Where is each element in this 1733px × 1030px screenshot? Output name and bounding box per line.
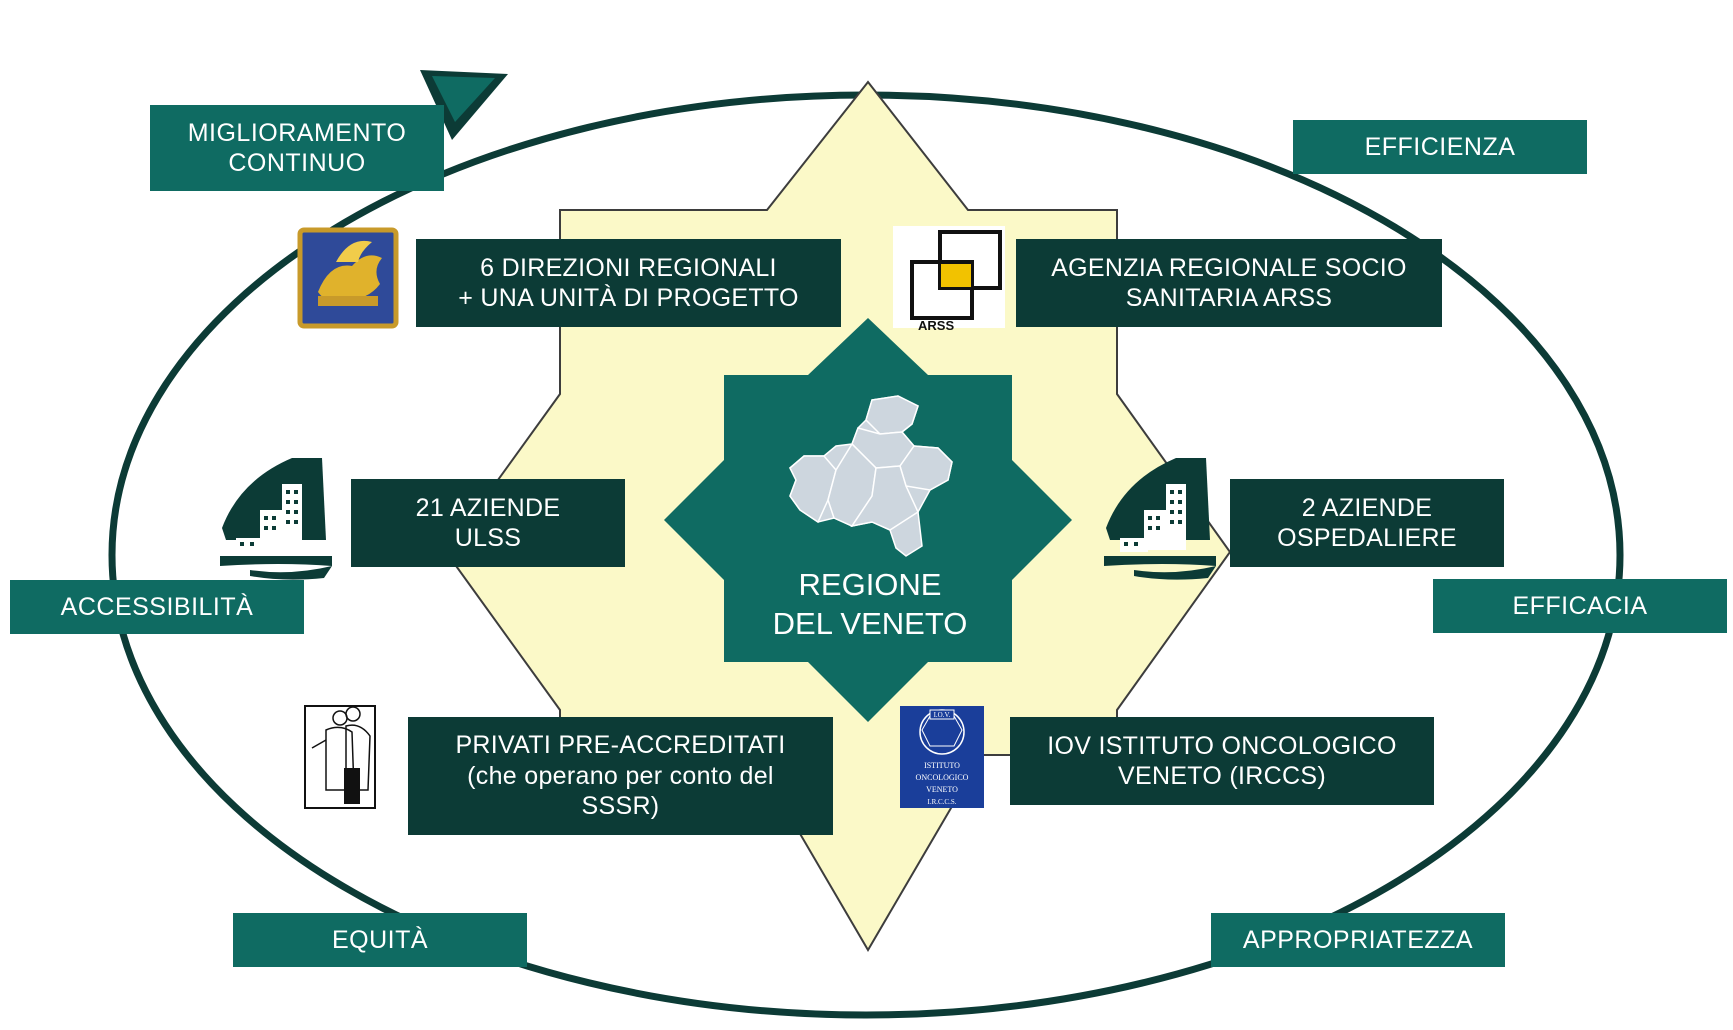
iov-logo-line2: ONCOLOGICO — [916, 773, 969, 782]
entity-arss: AGENZIA REGIONALE SOCIO SANITARIA ARSS — [1016, 239, 1442, 327]
principle-accessibilita: ACCESSIBILITÀ — [10, 580, 304, 634]
arss-logo-icon: ARSS — [893, 226, 1005, 333]
entity-aziende-ulss: 21 AZIENDE ULSS — [351, 479, 625, 567]
entity-direzioni-regionali: 6 DIREZIONI REGIONALI + UNA UNITÀ DI PRO… — [416, 239, 841, 327]
lion-of-st-mark-icon — [297, 227, 399, 329]
arss-logo-text: ARSS — [918, 318, 954, 333]
principle-equita: EQUITÀ — [233, 913, 527, 967]
iov-logo-line1: ISTITUTO — [924, 761, 960, 770]
entity-aziende-ospedaliere: 2 AZIENDE OSPEDALIERE — [1230, 479, 1504, 567]
principle-label: EFFICIENZA — [1364, 132, 1516, 161]
center-region-label: REGIONE DEL VENETO — [772, 567, 968, 641]
entity-label: 6 DIREZIONI REGIONALI + UNA UNITÀ DI PRO… — [458, 253, 799, 313]
entity-privati-pre-accreditati: PRIVATI PRE-ACCREDITATI (che operano per… — [408, 717, 833, 835]
principle-label: ACCESSIBILITÀ — [60, 592, 254, 621]
entity-iov: IOV ISTITUTO ONCOLOGICO VENETO (IRCCS) — [1010, 717, 1434, 805]
principle-label: EFFICACIA — [1512, 591, 1648, 620]
principle-appropriatezza: APPROPRIATEZZA — [1211, 913, 1505, 967]
entity-label: 21 AZIENDE ULSS — [415, 493, 561, 553]
entity-label: 2 AZIENDE OSPEDALIERE — [1277, 493, 1457, 553]
entity-label: AGENZIA REGIONALE SOCIO SANITARIA ARSS — [1051, 253, 1407, 313]
iov-logo-line3: VENETO — [926, 785, 958, 794]
iov-logo-icon: I.O.V. ISTITUTO ONCOLOGICO VENETO I.R.C.… — [900, 706, 984, 808]
principle-label: EQUITÀ — [331, 925, 429, 954]
principle-efficacia: EFFICACIA — [1433, 579, 1727, 633]
doctor-patient-icon — [304, 705, 376, 809]
entity-label: PRIVATI PRE-ACCREDITATI (che operano per… — [455, 731, 786, 821]
principle-label: MIGLIORAMENTO CONTINUO — [187, 118, 407, 178]
principle-miglioramento-continuo: MIGLIORAMENTO CONTINUO — [150, 105, 444, 191]
veneto-map-icon — [789, 395, 953, 557]
principle-efficienza: EFFICIENZA — [1293, 120, 1587, 174]
hospital-building-icon — [1104, 458, 1216, 580]
iov-logo-line4: I.R.C.C.S. — [928, 798, 957, 806]
iov-logo-top: I.O.V. — [934, 711, 951, 719]
principle-label: APPROPRIATEZZA — [1242, 925, 1474, 954]
hospital-building-icon — [220, 458, 332, 580]
cycle-arrowhead-inner — [432, 76, 495, 122]
entity-label: IOV ISTITUTO ONCOLOGICO VENETO (IRCCS) — [1047, 731, 1397, 791]
